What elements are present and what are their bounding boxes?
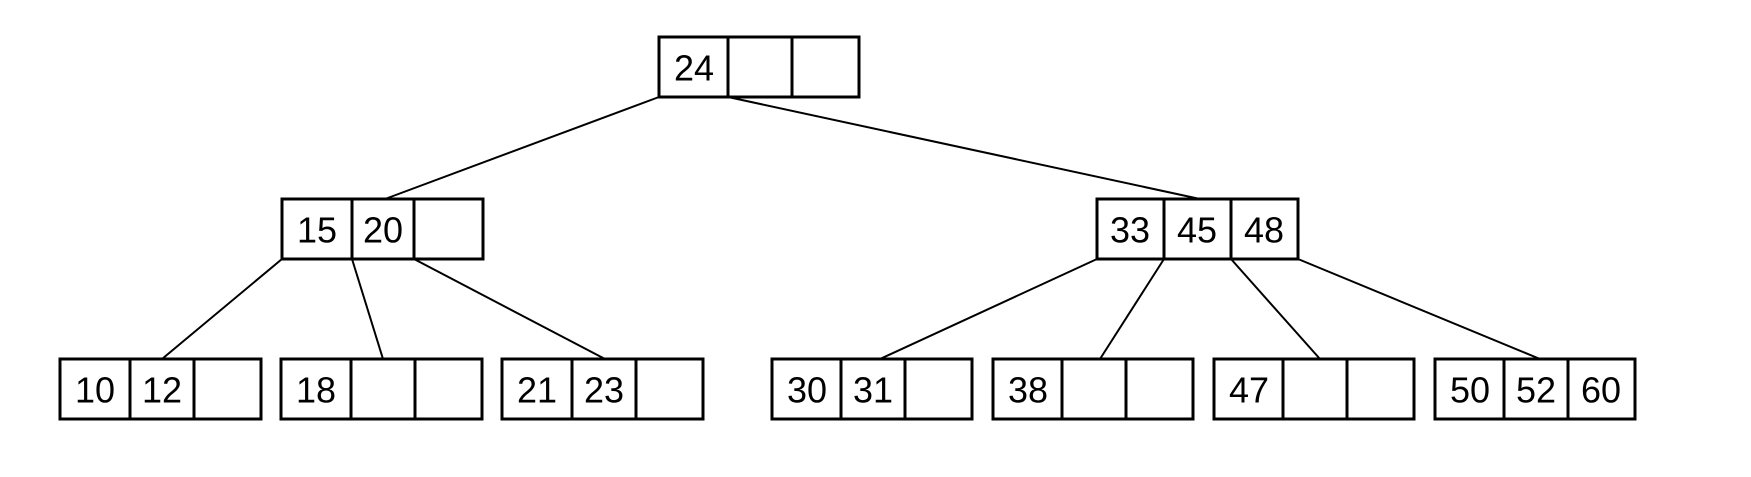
key-label: 52 [1516, 370, 1556, 411]
edge-node-33-45-48-to-leaf-30-31 [879, 258, 1098, 360]
edge-node-33-45-48-to-leaf-38 [1099, 258, 1165, 360]
key-label: 47 [1229, 370, 1269, 411]
key-cell [1502, 357, 1570, 421]
edge-node-15-20-to-leaf-18 [351, 258, 384, 360]
key-label: 21 [517, 370, 557, 411]
tree-node-leaf: 38 [991, 357, 1195, 421]
edge-node-33-45-48-to-leaf-47 [1230, 258, 1321, 360]
key-cell [1229, 197, 1300, 261]
key-cell [58, 357, 132, 421]
edge-root-to-node-33-45-48 [727, 96, 1201, 200]
key-label: 50 [1450, 370, 1490, 411]
key-cell [350, 197, 416, 261]
key-cell [726, 35, 794, 99]
tree-node-internal: 33 45 48 [1095, 197, 1300, 261]
key-label: 10 [75, 370, 115, 411]
key-cell [412, 197, 485, 261]
tree-edges [161, 96, 1541, 360]
key-cell [634, 357, 705, 421]
key-cell [570, 357, 638, 421]
key-label: 38 [1008, 370, 1048, 411]
key-cell [349, 357, 417, 421]
key-label: 15 [297, 210, 337, 251]
key-cell [903, 357, 974, 421]
key-cell [280, 197, 354, 261]
edge-root-to-node-15-20 [384, 96, 660, 200]
key-cell [1124, 357, 1195, 421]
key-label: 33 [1110, 210, 1150, 251]
key-cell [279, 357, 353, 421]
key-cell [1060, 357, 1128, 421]
tree-node-leaf: 47 [1212, 357, 1416, 421]
tree-node-leaf: 30 31 [770, 357, 974, 421]
edge-node-33-45-48-to-leaf-50-52-60 [1297, 258, 1541, 360]
key-cell [1162, 197, 1233, 261]
tree-node-internal: 15 20 [280, 197, 485, 261]
tree-node-leaf: 10 12 [58, 357, 263, 421]
tree-node-root: 24 [657, 35, 861, 99]
key-label: 60 [1581, 370, 1621, 411]
key-cell [1281, 357, 1349, 421]
key-cell [1433, 357, 1506, 421]
tree-node-leaf: 18 [279, 357, 484, 421]
key-cell [500, 357, 574, 421]
key-cell [1566, 357, 1637, 421]
key-label: 30 [787, 370, 827, 411]
key-label: 24 [674, 48, 714, 89]
key-label: 20 [363, 210, 403, 251]
key-cell [192, 357, 263, 421]
key-label: 45 [1177, 210, 1217, 251]
key-cell [790, 35, 861, 99]
key-label: 31 [853, 370, 893, 411]
edge-node-15-20-to-leaf-10-12 [161, 258, 283, 360]
tree-node-leaf: 21 23 [500, 357, 705, 421]
key-cell [1345, 357, 1416, 421]
key-label: 23 [584, 370, 624, 411]
key-cell [839, 357, 907, 421]
key-label: 48 [1244, 210, 1284, 251]
key-cell [413, 357, 484, 421]
key-cell [1095, 197, 1166, 261]
key-label: 18 [296, 370, 336, 411]
tree-node-leaf: 50 52 60 [1433, 357, 1637, 421]
key-label: 12 [142, 370, 182, 411]
edge-node-15-20-to-leaf-21-23 [413, 258, 606, 360]
